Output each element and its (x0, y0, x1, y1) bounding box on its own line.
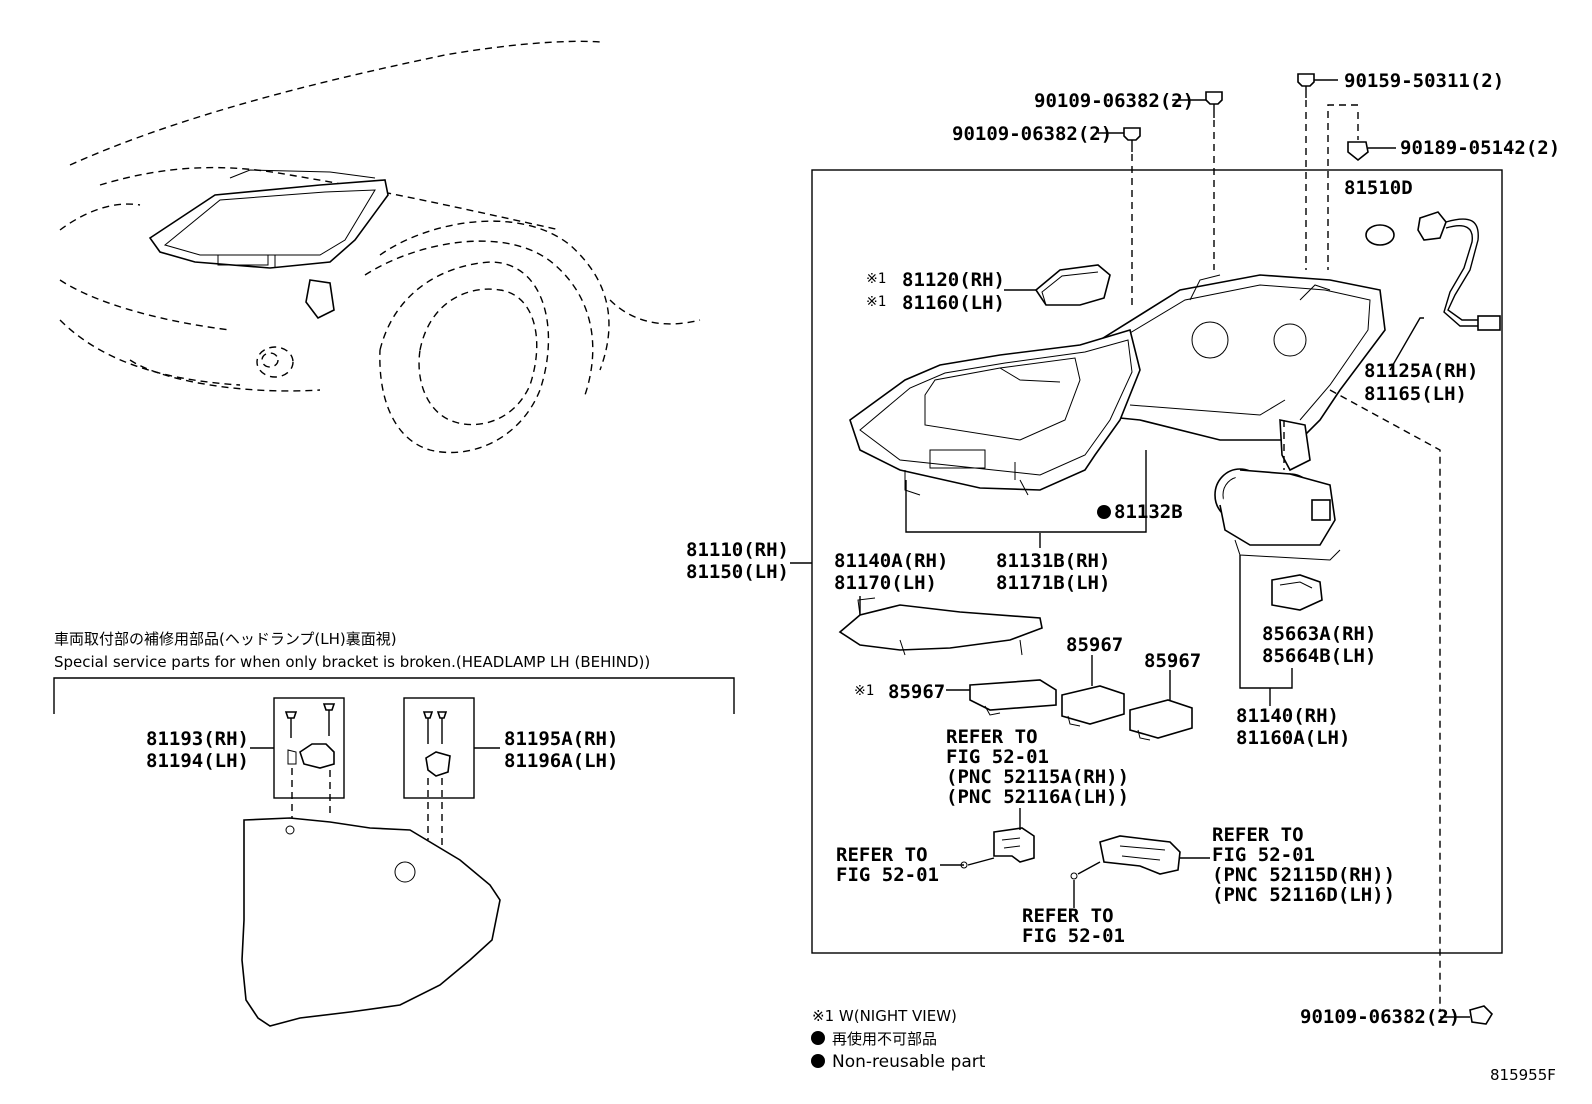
legend-non-reusable-en: Non-reusable part (832, 1052, 986, 1072)
service-title-jp: 車両取付部の補修用部品(ヘッドランプ(LH)裏面視) (54, 630, 397, 648)
fastener-bolt-2 (1123, 127, 1141, 310)
label-85967-mark: ※1 (854, 683, 874, 699)
module-85967-a (969, 679, 1057, 716)
label-81140: 81140(RH) (1236, 705, 1339, 727)
wire-harness (1417, 211, 1501, 331)
bracket-52115a (960, 827, 1035, 869)
label-81160: 81160(LH) (902, 292, 1005, 314)
label-85967-b: 85967 (1144, 650, 1201, 672)
legend: ※1 W(NIGHT VIEW) 再使用不可部品 Non-reusable pa… (811, 1007, 986, 1072)
refer-1-line-2: FIG 52-01 (946, 746, 1049, 768)
label-85664b: 85664B(LH) (1262, 645, 1376, 667)
service-parts-section: 車両取付部の補修用部品(ヘッドランプ(LH)裏面視) Special servi… (53, 630, 735, 1027)
label-81171b: 81171B(LH) (996, 572, 1110, 594)
bracket-81193 (284, 703, 336, 769)
legend-night-view: ※1 W(NIGHT VIEW) (812, 1007, 957, 1025)
leader-lines (790, 79, 1470, 1018)
projector-unit (1214, 468, 1341, 561)
label-81194: 81194(LH) (146, 750, 249, 772)
label-81140a: 81140A(RH) (834, 550, 948, 572)
socket-81120 (1034, 264, 1111, 306)
refer-2-line-2: FIG 52-01 (836, 864, 939, 886)
label-85967-c: 85967 (888, 681, 945, 703)
refer-4-line-2: FIG 52-01 (1022, 925, 1125, 947)
fastener-clip (1327, 104, 1369, 270)
label-81160-mark: ※1 (866, 294, 886, 310)
label-81193: 81193(RH) (146, 728, 249, 750)
refer-1-line-4: (PNC 52116A(LH)) (946, 786, 1129, 808)
label-90109-06382-c: 90109-06382(2) (1300, 1006, 1460, 1028)
non-reusable-dot-81132b (1097, 505, 1111, 519)
label-81510d: 81510D (1344, 177, 1413, 199)
vehicle-front-sketch (59, 40, 701, 454)
label-90109-06382-b: 90109-06382(2) (952, 123, 1112, 145)
label-81125a: 81125A(RH) (1364, 360, 1478, 382)
label-81120-mark: ※1 (866, 271, 886, 287)
service-labels: 81193(RH) 81194(LH) 81195A(RH) 81196A(LH… (146, 728, 618, 772)
garnish-81140a (838, 597, 1043, 656)
cap-81510d (1365, 224, 1395, 246)
refer-1-line-1: REFER TO (946, 726, 1038, 748)
bracket-52115d (1070, 835, 1181, 880)
bracket-81195a (422, 711, 451, 777)
bolt-90109-bottom (1469, 1005, 1494, 1025)
label-90189-05142: 90189-05142(2) (1400, 137, 1560, 159)
label-81120: 81120(RH) (902, 269, 1005, 291)
label-81170: 81170(LH) (834, 572, 937, 594)
label-90109-06382-a: 90109-06382(2) (1034, 90, 1194, 112)
module-85967-b (1061, 685, 1125, 727)
label-81132b: 81132B (1114, 501, 1183, 523)
legend-dot-en (811, 1054, 825, 1068)
refer-3-line-1: REFER TO (1212, 824, 1304, 846)
service-title-en: Special service parts for when only brac… (54, 653, 650, 671)
legend-non-reusable-jp: 再使用不可部品 (832, 1030, 937, 1048)
legend-dot-jp (811, 1031, 825, 1045)
label-81195a: 81195A(RH) (504, 728, 618, 750)
refer-1-line-3: (PNC 52115A(RH)) (946, 766, 1129, 788)
labels: 90109-06382(2) 90109-06382(2) 90159-5031… (686, 70, 1560, 1028)
ballast-85663a (1271, 574, 1323, 611)
fastener-bolt-3 (1297, 73, 1315, 270)
refer-3-line-4: (PNC 52116D(LH)) (1212, 884, 1395, 906)
label-81110: 81110(RH) (686, 539, 789, 561)
refer-3-line-3: (PNC 52115D(RH)) (1212, 864, 1395, 886)
label-90159-50311: 90159-50311(2) (1344, 70, 1504, 92)
label-81160a: 81160A(LH) (1236, 727, 1350, 749)
module-85967-c (1129, 699, 1193, 741)
fastener-bolt-1 (1205, 91, 1223, 270)
refer-4-line-1: REFER TO (1022, 905, 1114, 927)
label-81150: 81150(LH) (686, 561, 789, 583)
refer-2-line-1: REFER TO (836, 844, 928, 866)
refer-3-line-2: FIG 52-01 (1212, 844, 1315, 866)
label-81196a: 81196A(LH) (504, 750, 618, 772)
diagram-id: 815955F (1490, 1066, 1556, 1084)
label-85663a: 85663A(RH) (1262, 623, 1376, 645)
label-85967-a: 85967 (1066, 634, 1123, 656)
label-81131b: 81131B(RH) (996, 550, 1110, 572)
assembly-frame (811, 169, 1503, 954)
headlamp-assembly-drawing (849, 274, 1386, 496)
label-81165: 81165(LH) (1364, 383, 1467, 405)
